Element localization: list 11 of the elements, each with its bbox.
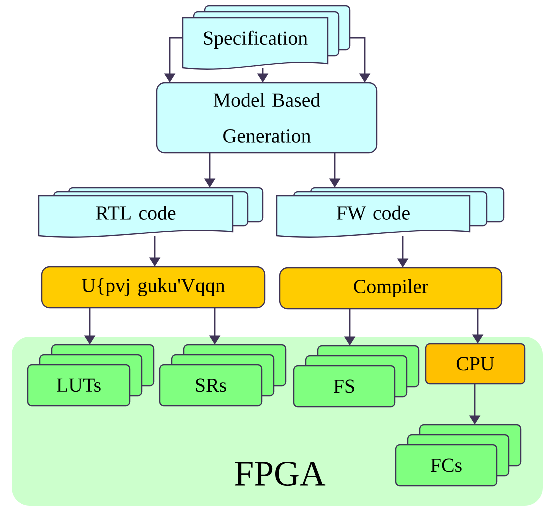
tool-box: Compiler [279, 267, 503, 310]
document-stack: RTL code [38, 187, 264, 238]
tool-box: U{pvj guku'Vqqn [41, 266, 266, 309]
processor-box: CPU [425, 343, 526, 385]
block-stack: FS [293, 345, 420, 408]
document-stack: Specification [182, 5, 351, 70]
block-stack: LUTs [27, 344, 155, 407]
block-stack: SRs [159, 344, 287, 407]
block-stack: FCs [395, 424, 522, 487]
process-box: Model Based Generation [156, 82, 378, 154]
document-stack: FW code [276, 187, 505, 238]
